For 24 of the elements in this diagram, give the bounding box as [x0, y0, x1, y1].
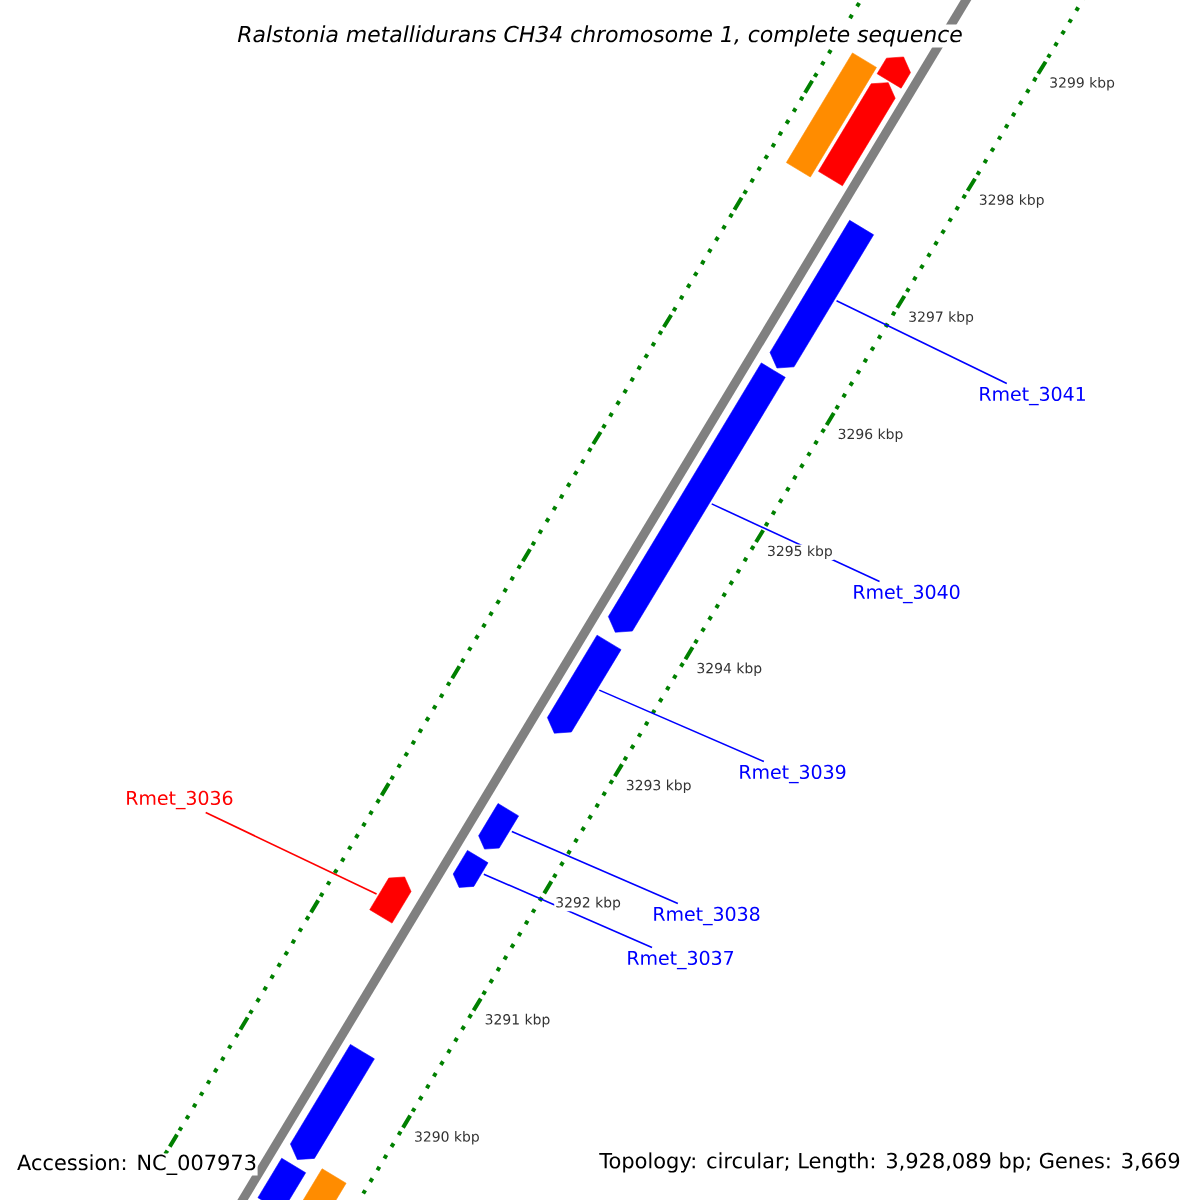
- summary-text: Topology: circular; Length: 3,928,089 bp; Genes: 3,669: [596, 1149, 1184, 1176]
- gene-label: Rmet_3041: [980, 386, 1085, 406]
- gene-block: [786, 52, 877, 178]
- leader-line: [598, 689, 765, 763]
- gene-label: Rmet_3037: [628, 950, 734, 970]
- leader-line: [483, 873, 653, 949]
- gene-block: [257, 1158, 306, 1200]
- leader-line: [204, 811, 378, 895]
- title: Ralstonia metallidurans CH34 chromosome 1, complete sequence: [236, 24, 964, 48]
- leader-line: [511, 830, 679, 905]
- accession-text: Accession: NC_007973: [16, 1153, 258, 1176]
- gene-block: [876, 56, 911, 89]
- gene-label: Rmet_3036: [127, 790, 233, 810]
- gene-block: [547, 634, 622, 734]
- gene-block: [769, 220, 874, 369]
- gene-block: [290, 1044, 375, 1160]
- gene-block: [818, 82, 896, 187]
- gene-block: [452, 850, 489, 888]
- gene-label: Rmet_3038: [654, 906, 760, 926]
- gene-block: [478, 803, 519, 850]
- gene-label: Rmet_3040: [854, 584, 960, 604]
- gene-label: Rmet_3039: [740, 764, 846, 784]
- leader-line: [835, 299, 1008, 385]
- gene-block: [369, 876, 412, 924]
